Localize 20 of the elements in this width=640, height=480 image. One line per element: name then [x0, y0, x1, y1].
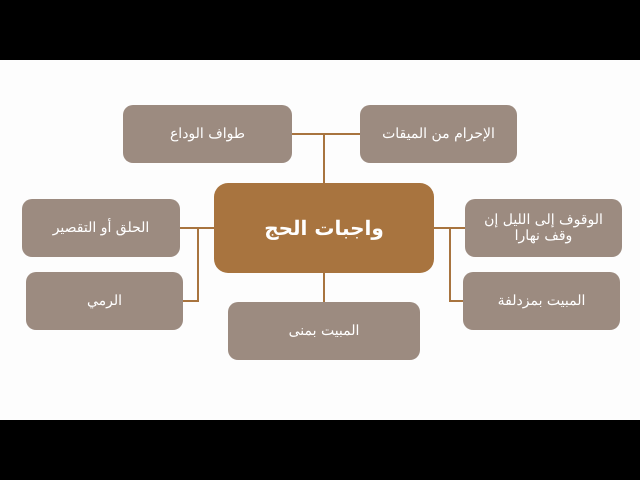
connector-line — [323, 273, 325, 302]
node-label: المبيت بمنى — [288, 323, 360, 339]
topic-box — [123, 105, 292, 163]
topic-box — [463, 272, 620, 330]
node-label: الرمي — [86, 293, 122, 309]
topic-box — [22, 199, 180, 257]
node-label: واجبات الحج — [264, 216, 384, 240]
node-label: الإحرام من الميقات — [382, 126, 495, 142]
connector-line — [292, 133, 325, 183]
topic-box — [360, 105, 517, 163]
topic-box — [26, 272, 183, 330]
central-topic-box — [214, 183, 434, 273]
topic-box — [465, 199, 622, 257]
node-label: الحلق أو التقصير — [52, 220, 150, 236]
connector-line — [183, 227, 214, 302]
connector-line — [434, 227, 463, 302]
node-label: طواف الوداع — [170, 126, 246, 142]
node-label: الوقوف إلى الليل إن وقف نهارا — [483, 212, 604, 244]
node-label: المبيت بمزدلفة — [498, 293, 586, 309]
topic-box — [228, 302, 420, 360]
